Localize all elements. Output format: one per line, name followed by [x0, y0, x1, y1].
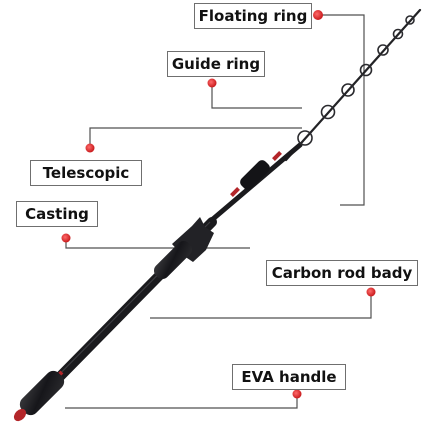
eva-butt-handle: [19, 370, 65, 416]
guide-ring-label: Guide ring: [167, 51, 265, 77]
casting-label: Casting: [16, 201, 98, 227]
carbon-rod-body-marker: [366, 287, 376, 297]
rod-tip-section: [284, 8, 422, 162]
leader-line-floating-ring: [318, 14, 365, 206]
eva-handle-marker: [292, 389, 302, 399]
reel-seat-hood: [240, 160, 270, 190]
leader-line-casting: [65, 238, 250, 249]
guide-ring-marker: [207, 78, 217, 88]
guide-rings: [297, 15, 415, 146]
foregrip: [153, 240, 193, 280]
guide-ring: [320, 104, 336, 120]
guide-ring: [392, 28, 404, 40]
telescopic-marker: [85, 143, 95, 153]
guide-ring: [405, 15, 415, 25]
leader-line-carbon-rod-body: [150, 292, 372, 319]
floating-ring-marker: [313, 10, 323, 20]
casting-marker: [61, 233, 71, 243]
carbon-rod-body-label: Carbon rod badу: [266, 260, 418, 286]
guide-ring: [297, 130, 313, 146]
butt-cap: [13, 408, 27, 422]
eva-handle-label: EVA handle: [232, 364, 346, 390]
leader-line-guide-ring: [211, 83, 302, 109]
guide-ring: [341, 83, 355, 97]
leader-line-telescopic: [89, 127, 302, 148]
guide-ring: [359, 63, 373, 77]
floating-ring-label: Floating ring: [194, 3, 312, 29]
guide-ring: [377, 44, 389, 56]
leader-line-eva-handle: [65, 394, 298, 409]
telescopic-label: Telescopic: [30, 160, 142, 186]
fishing-rod: [13, 8, 422, 422]
markers: [61, 10, 376, 399]
